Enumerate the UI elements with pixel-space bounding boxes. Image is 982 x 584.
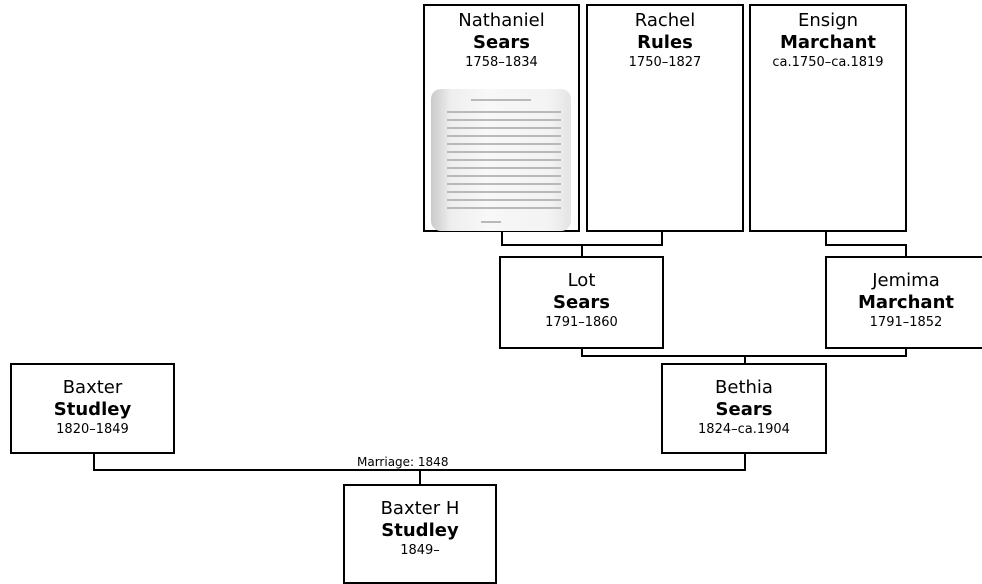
connector-line [744, 452, 746, 470]
person-card-bethia-sears[interactable]: Bethia Sears 1824–ca.1904 [661, 363, 827, 454]
person-card-rachel-rules[interactable]: Rachel Rules 1750–1827 [586, 4, 744, 232]
connector-line [93, 452, 95, 470]
connector-line [581, 347, 583, 356]
surname: Sears [553, 292, 610, 313]
given-name: Baxter H [380, 498, 460, 519]
connector-line [825, 244, 907, 246]
given-name: Nathaniel [458, 10, 545, 31]
document-thumbnail[interactable] [431, 89, 571, 231]
person-card-jemima-marchant[interactable]: Jemima Marchant 1791–1852 [825, 256, 982, 349]
connector-line [661, 230, 663, 245]
surname: Sears [473, 32, 530, 53]
given-name: Baxter [62, 377, 123, 398]
connector-line [744, 355, 746, 364]
life-dates: 1791–1860 [545, 315, 618, 330]
life-dates: 1791–1852 [869, 315, 943, 330]
life-dates: 1820–1849 [56, 422, 129, 437]
given-name: Lot [567, 270, 596, 291]
given-name: Bethia [715, 377, 773, 398]
surname: Marchant [858, 292, 954, 313]
life-dates: 1750–1827 [628, 55, 702, 70]
connector-line [825, 230, 827, 245]
connector-line [501, 230, 503, 245]
person-card-lot-sears[interactable]: Lot Sears 1791–1860 [499, 256, 664, 349]
person-card-ensign-marchant[interactable]: Ensign Marchant ca.1750–ca.1819 [749, 4, 907, 232]
person-card-baxter-h-studley[interactable]: Baxter H Studley 1849– [343, 484, 497, 584]
life-dates: 1824–ca.1904 [698, 422, 790, 437]
person-card-baxter-studley[interactable]: Baxter Studley 1820–1849 [10, 363, 175, 454]
connector-line [581, 244, 583, 257]
given-name: Jemima [872, 270, 940, 291]
connector-line [905, 244, 907, 257]
connector-line [419, 469, 421, 485]
surname: Sears [715, 399, 773, 420]
surname: Studley [381, 520, 459, 541]
surname: Rules [637, 32, 693, 53]
connector-line [905, 347, 907, 356]
marriage-label: Marriage: 1848 [355, 455, 451, 469]
surname: Studley [53, 399, 132, 420]
given-name: Rachel [634, 10, 696, 31]
given-name: Ensign [798, 10, 858, 31]
person-card-nathaniel-sears[interactable]: Nathaniel Sears 1758–1834 [423, 4, 580, 232]
surname: Marchant [780, 32, 876, 53]
life-dates: 1758–1834 [465, 55, 538, 70]
life-dates: 1849– [400, 543, 440, 558]
life-dates: ca.1750–ca.1819 [772, 55, 884, 70]
